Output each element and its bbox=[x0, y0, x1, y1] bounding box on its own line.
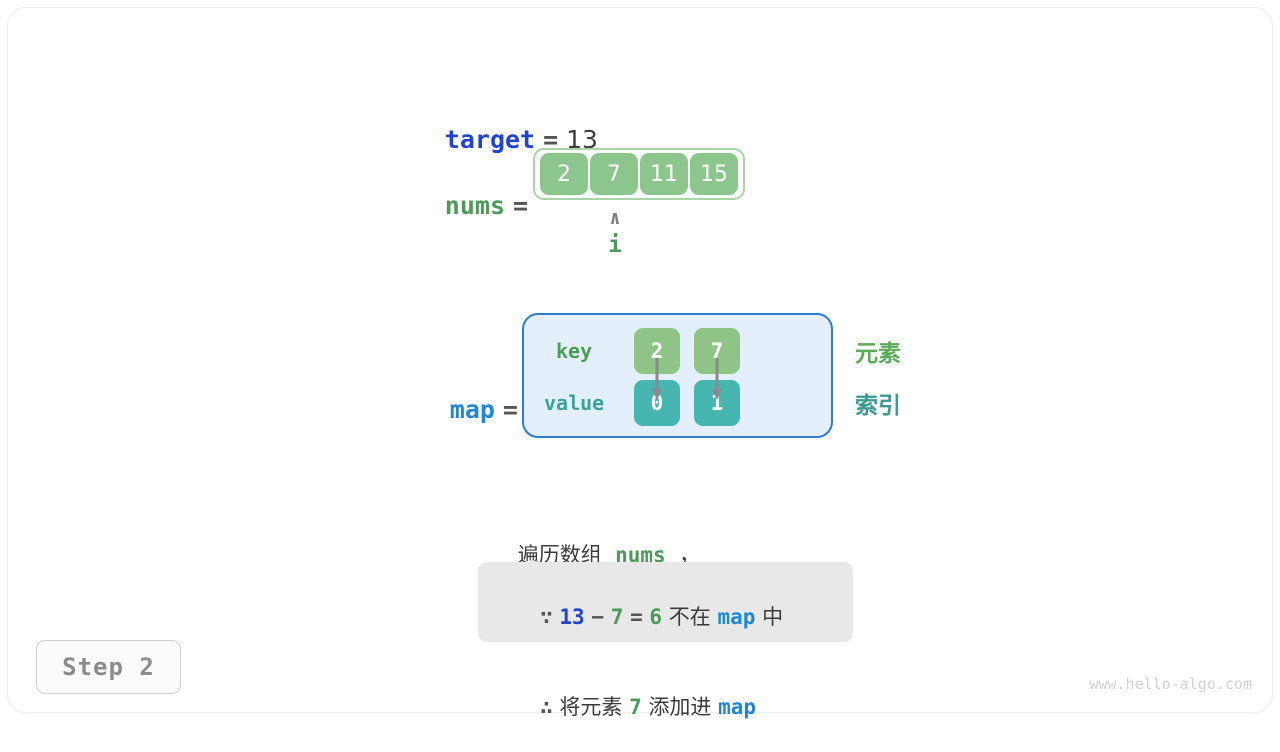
nums-variable-label: nums bbox=[444, 191, 506, 220]
caption-suffix: ， bbox=[679, 543, 700, 567]
target-equals-sign: = bbox=[543, 125, 559, 154]
note-text-insert-into: 添加进 bbox=[648, 695, 712, 719]
note-equals-sign: = bbox=[630, 605, 643, 629]
note-code-map-2: map bbox=[718, 695, 757, 719]
therefore-symbol-icon: ∴ bbox=[540, 695, 553, 719]
key-to-value-arrow-icon-0 bbox=[652, 358, 662, 400]
step-badge: Step 2 bbox=[36, 640, 181, 694]
nums-cell-3: 15 bbox=[690, 153, 738, 195]
nums-cell-0: 2 bbox=[540, 153, 588, 195]
target-variable-label: target bbox=[444, 125, 536, 154]
note-text-not-in: 不在 bbox=[668, 605, 711, 629]
because-symbol-icon: ∵ bbox=[540, 605, 553, 629]
map-variable-label: map bbox=[449, 395, 495, 424]
nums-cell-1: 7 bbox=[590, 153, 638, 195]
note-added-number: 7 bbox=[629, 695, 642, 719]
map-declaration: map = bbox=[418, 362, 518, 458]
side-label-element: 元素 bbox=[855, 341, 901, 367]
diagram-canvas: target = 13 nums = 2 7 11 15 ∧ i map = k… bbox=[36, 125, 1252, 719]
note-text-add-element: 将元素 bbox=[559, 695, 623, 719]
nums-declaration: nums = bbox=[413, 158, 528, 254]
note-code-map-1: map bbox=[717, 605, 756, 629]
note-operand-current: 7 bbox=[610, 605, 624, 629]
note-result: 6 bbox=[649, 605, 663, 629]
note-minus-sign: − bbox=[591, 605, 605, 629]
nums-equals-sign: = bbox=[512, 191, 529, 220]
side-label-index: 索引 bbox=[855, 393, 901, 419]
note-box: ∵ 13 − 7 = 6 不在 map 中 ∴ 将元素 7 添加进 map bbox=[478, 562, 853, 719]
map-row-label-key: key bbox=[556, 339, 593, 363]
pointer-caret-icon: ∧ bbox=[609, 207, 621, 229]
map-equals-sign: = bbox=[502, 395, 518, 424]
note-text-within: 中 bbox=[762, 605, 784, 629]
nums-cell-2: 11 bbox=[640, 153, 688, 195]
note-line-1: ∵ 13 − 7 = 6 不在 map 中 bbox=[500, 572, 831, 662]
map-row-label-value: value bbox=[544, 391, 605, 415]
note-line-2: ∴ 将元素 7 添加进 map bbox=[500, 662, 831, 752]
key-to-value-arrow-icon-1 bbox=[712, 358, 722, 400]
nums-array-container: 2 7 11 15 bbox=[533, 148, 745, 200]
note-operand-target: 13 bbox=[559, 605, 585, 629]
pointer-label-i: i bbox=[608, 232, 622, 258]
watermark: www.hello-algo.com bbox=[1089, 675, 1252, 693]
